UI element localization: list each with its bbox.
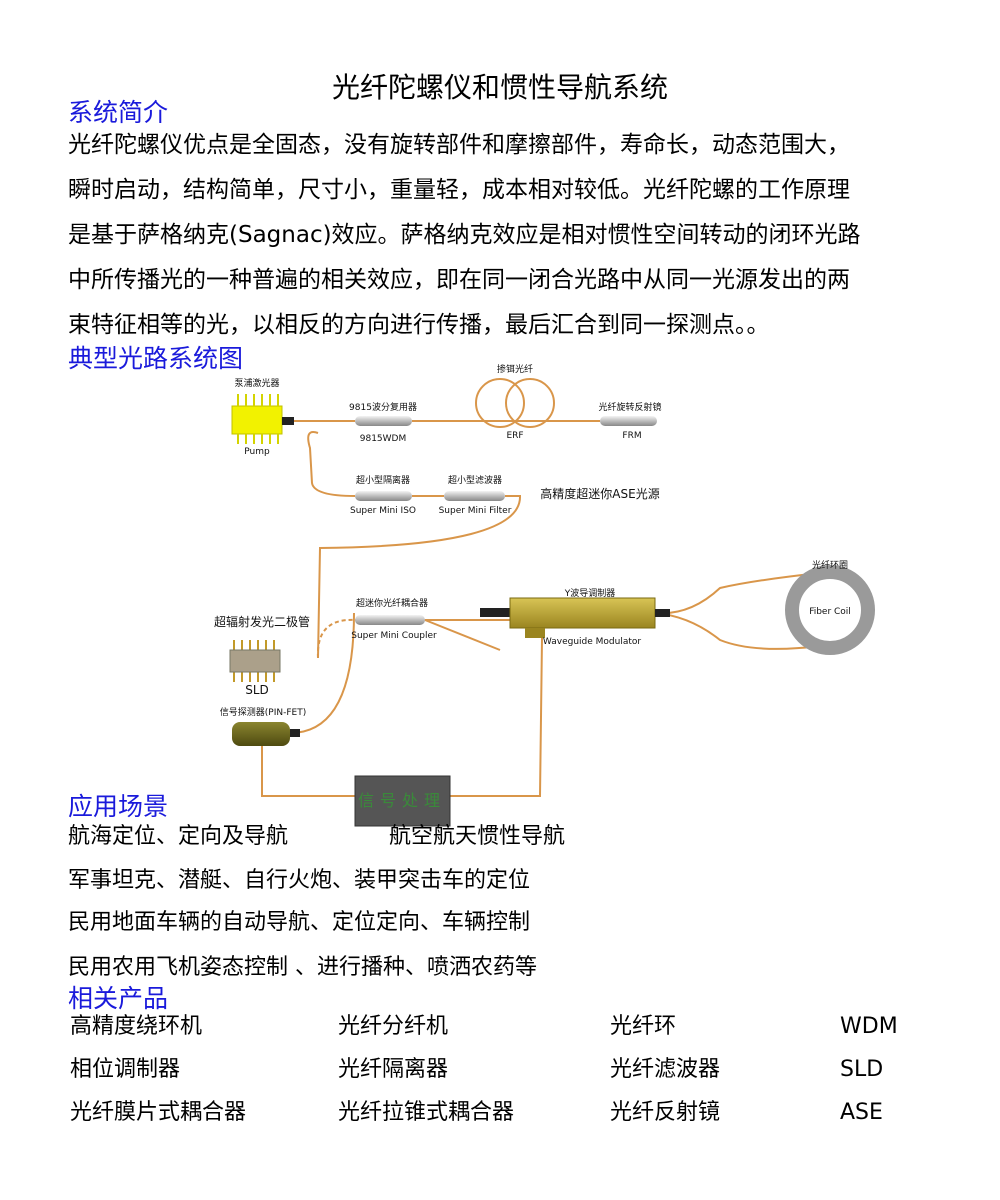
label-frm-cn: 光纤旋转反射镜 bbox=[598, 401, 661, 413]
application-item: 航海定位、定向及导航 bbox=[68, 824, 289, 849]
frm-tube bbox=[600, 416, 657, 426]
intro-line: 瞬时启动，结构简单，尺寸小，重量轻，成本相对较低。光纤陀螺的工作原理 bbox=[68, 177, 850, 203]
product-item: WDM bbox=[840, 1014, 898, 1039]
product-item: SLD bbox=[840, 1057, 884, 1082]
application-line: 航海定位、定向及导航 bbox=[68, 822, 288, 852]
iso-tube bbox=[355, 491, 412, 501]
filter-tube bbox=[444, 491, 505, 501]
label-sld-cn: 超辐射发光二极管 bbox=[214, 614, 310, 629]
intro-line: 光纤陀螺仪优点是全固态，没有旋转部件和摩擦部件，寿命长，动态范围大， bbox=[68, 132, 850, 158]
label-erf-cn: 掺铒光纤 bbox=[497, 363, 533, 375]
intro-line: 中所传播光的一种普遍的相关效应，即在同一闭合光路中从同一光源发出的两 bbox=[68, 267, 850, 293]
label-modulator-cn: Y波导调制器 bbox=[564, 587, 616, 599]
application-item: 航空航天惯性导航 bbox=[389, 824, 566, 849]
label-processor: 信号处理 bbox=[358, 791, 446, 810]
label-filter-cn: 超小型滤波器 bbox=[448, 474, 502, 486]
application-line: 民用农用飞机姿态控制 、进行播种、喷洒农药等 bbox=[68, 955, 537, 980]
label-frm-en: FRM bbox=[622, 431, 641, 441]
label-iso-cn: 超小型隔离器 bbox=[356, 474, 410, 486]
product-item: 光纤滤波器 bbox=[610, 1057, 721, 1082]
application-line: 军事坦克、潜艇、自行火炮、装甲突击车的定位 bbox=[68, 868, 531, 893]
y-waveguide-modulator bbox=[480, 597, 670, 638]
intro-line: 束特征相等的光，以相反的方向进行传播，最后汇合到同一探测点。。 bbox=[68, 312, 770, 338]
section-heading-intro: 系统简介 bbox=[68, 98, 169, 127]
label-ase: 高精度超迷你ASE光源 bbox=[540, 486, 659, 501]
detector-pin-fet bbox=[232, 722, 300, 746]
application-line: 民用地面车辆的自动导航、定位定向、车辆控制 bbox=[68, 910, 531, 935]
section-heading-diagram: 典型光路系统图 bbox=[68, 344, 244, 373]
intro-paragraph: 光纤陀螺仪优点是全固态，没有旋转部件和摩擦部件，寿命长，动态范围大， 瞬时启动，… bbox=[68, 126, 938, 344]
label-wdm-cn: 9815波分复用器 bbox=[349, 401, 417, 413]
label-wdm-en: 9815WDM bbox=[360, 434, 407, 444]
erf-coil bbox=[475, 378, 555, 428]
label-modulator-en: Waveguide Modulator bbox=[543, 637, 641, 647]
intro-line: 是基于萨格纳克(Sagnac)效应。萨格纳克效应是相对惯性空间转动的闭环光路 bbox=[68, 222, 861, 248]
label-detector-cn: 信号探测器(PIN-FET) bbox=[220, 706, 306, 718]
product-item: ASE bbox=[840, 1100, 883, 1125]
section-heading-products: 相关产品 bbox=[68, 984, 169, 1013]
product-item: 光纤分纤机 bbox=[338, 1014, 449, 1039]
label-iso-en: Super Mini ISO bbox=[350, 506, 416, 516]
diagram-labels: 泵浦激光器 Pump 9815波分复用器 9815WDM 掺铒光纤 ERF 光纤… bbox=[214, 363, 851, 810]
label-filter-en: Super Mini Filter bbox=[439, 506, 512, 516]
label-pump-cn: 泵浦激光器 bbox=[234, 377, 279, 389]
label-coupler-en: Super Mini Coupler bbox=[351, 631, 437, 641]
sld-diode bbox=[229, 640, 281, 682]
page-title: 光纤陀螺仪和惯性导航系统 bbox=[331, 71, 668, 104]
label-coil-cn: 光纤环圈 bbox=[812, 559, 848, 571]
product-item: 高精度绕环机 bbox=[70, 1014, 203, 1039]
wdm-tube bbox=[355, 416, 412, 426]
coupler-tube bbox=[355, 615, 425, 625]
label-coil-en: Fiber Coil bbox=[809, 607, 851, 617]
section-heading-applications: 应用场景 bbox=[68, 792, 169, 821]
label-pump-en: Pump bbox=[244, 447, 270, 457]
product-item: 光纤膜片式耦合器 bbox=[70, 1100, 247, 1125]
label-sld-en: SLD bbox=[245, 683, 269, 697]
signal-processor-box bbox=[354, 775, 451, 827]
product-item: 光纤反射镜 bbox=[610, 1100, 721, 1125]
product-item: 相位调制器 bbox=[70, 1057, 181, 1082]
product-item: 光纤环 bbox=[610, 1014, 677, 1039]
label-coupler-cn: 超迷你光纤耦合器 bbox=[356, 597, 428, 609]
optical-path-diagram: 泵浦激光器 Pump 9815波分复用器 9815WDM 掺铒光纤 ERF 光纤… bbox=[214, 363, 875, 827]
pump-laser bbox=[231, 394, 294, 444]
product-item: 光纤隔离器 bbox=[338, 1057, 449, 1082]
label-erf-en: ERF bbox=[506, 431, 523, 441]
fiber-coil bbox=[785, 565, 875, 655]
product-item: 光纤拉锥式耦合器 bbox=[338, 1100, 515, 1125]
